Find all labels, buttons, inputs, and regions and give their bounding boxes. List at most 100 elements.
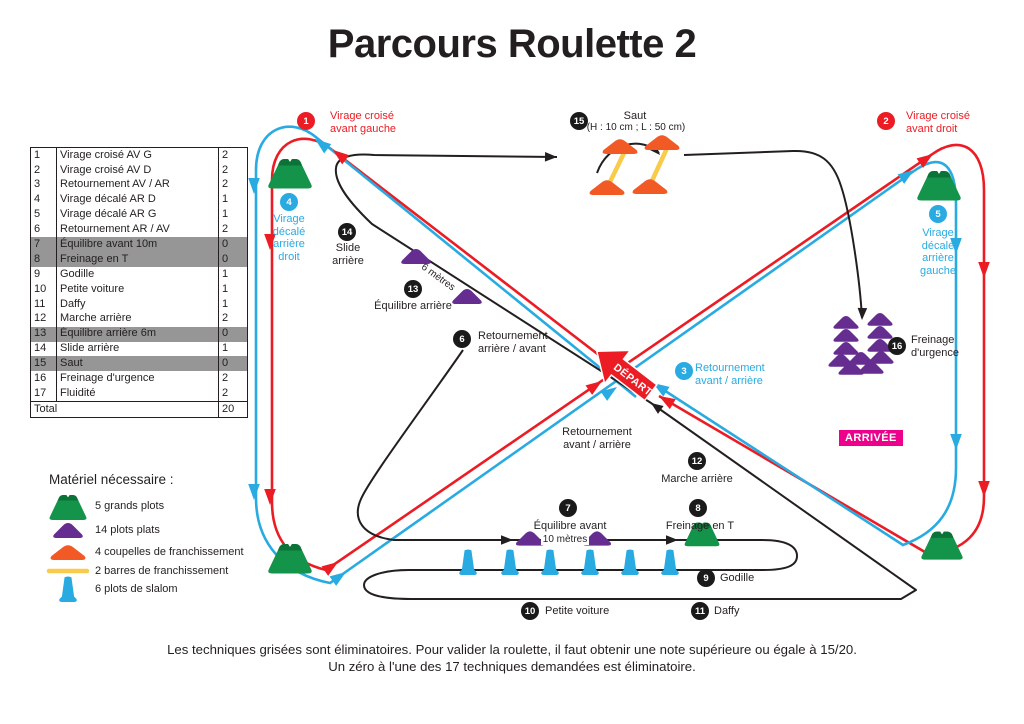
table-cell-name: Marche arrière [60, 312, 132, 325]
arrowhead-icon [333, 150, 350, 165]
marker-12-badge: 12 [688, 452, 706, 470]
plot-plat-icon [848, 352, 874, 365]
table-cell-points: 2 [218, 386, 248, 402]
materiel-item-label: 6 plots de slalom [95, 583, 178, 595]
plot-slalom-icon [581, 549, 599, 576]
footer-note: Les techniques grisées sont éliminatoire… [0, 641, 1024, 675]
arrowhead-icon [978, 481, 990, 497]
table-cell-num: 5 [30, 207, 57, 223]
table-cell-name: Retournement AR / AV [60, 223, 170, 236]
table-cell-num: 14 [30, 341, 57, 357]
grand-plot-icon [268, 159, 312, 189]
coupelle-icon [644, 135, 680, 150]
table-cell-num: 16 [30, 371, 57, 387]
table-cell-name: Équilibre avant 10m [60, 238, 158, 251]
marker-3-badge: 3 [675, 362, 693, 380]
table-cell-num: 9 [30, 267, 57, 283]
arrowhead-icon [600, 387, 617, 401]
plot-plat-icon [867, 326, 893, 339]
barre-franchissement-icon [648, 143, 671, 186]
grand-plot-icon [46, 491, 90, 521]
grand-plot-icon [917, 171, 961, 201]
table-cell-points: 2 [218, 222, 248, 238]
table-cell-points: 1 [218, 282, 248, 297]
table-cell-name: Fluidité [60, 386, 96, 399]
marker-15-label: Saut [623, 110, 647, 122]
table-cell-num: 13 [30, 326, 57, 342]
plot-plat-icon [858, 361, 884, 374]
marker-6-badge: 6 [453, 330, 471, 348]
plot-plat-icon [838, 362, 864, 375]
marker-8-badge: 8 [689, 499, 707, 517]
table-cell-points: 2 [218, 147, 248, 163]
marker-11-badge: 11 [691, 602, 709, 620]
table-cell-points: 0 [218, 237, 248, 253]
marker-2-label: Virage croisé avant droit [906, 110, 970, 135]
plot-slalom-icon [621, 549, 639, 576]
table-cell-points: 2 [218, 371, 248, 387]
arrowhead-icon [950, 238, 962, 254]
marker-5-label: Virage décalé arrière gauche [919, 227, 957, 277]
marker-13-badge: 13 [404, 280, 422, 298]
table-cell-name: Saut [60, 357, 83, 370]
table-cell-num: 17 [30, 386, 57, 402]
arrowhead-icon [897, 170, 914, 184]
table-cell-num: 3 [30, 177, 57, 193]
plot-plat-icon [582, 531, 612, 546]
table-cell-name: Godille [60, 267, 95, 280]
marker-12-label: Marche arrière [661, 473, 733, 485]
marker-11-label: Daffy [714, 605, 740, 617]
plot-plat-icon [828, 354, 854, 367]
table-cell-points: 2 [218, 177, 248, 193]
arrowhead-icon [916, 154, 933, 168]
table-cell-num: 2 [30, 162, 57, 178]
marker-4-label: Virage décalé arrière droit [272, 213, 306, 263]
table-cell-num: 6 [30, 222, 57, 238]
plot-slalom-icon [459, 549, 477, 576]
barre-franchissement-icon [606, 146, 629, 187]
table-cell-num: 1 [30, 147, 57, 163]
materiel-item: 4 coupelles de franchissement [46, 541, 244, 563]
table-cell-name: Freinage d'urgence [60, 372, 155, 385]
table-cell-points: 0 [218, 252, 248, 268]
arrowhead-icon [857, 307, 868, 320]
materiel-item: 5 grands plots [46, 494, 164, 521]
plot-plat-icon [833, 329, 859, 342]
table-cell-points: 1 [218, 267, 248, 283]
arrowhead-icon [653, 383, 670, 397]
marker-15-sublabel: (H : 10 cm ; L : 50 cm) [586, 122, 686, 133]
table-cell-name: Virage décalé AR D [60, 193, 156, 206]
plot-slalom-icon [501, 549, 519, 576]
plot-slalom-icon [541, 549, 559, 576]
marker-16-label: Freinage d'urgence [911, 334, 959, 359]
arrowhead-icon [585, 381, 602, 395]
marker-3-label: Retournement avant / arrière [695, 362, 765, 387]
grand-plot-icon [684, 522, 720, 547]
marker-4-badge: 4 [280, 193, 298, 211]
marker-7-badge: 7 [559, 499, 577, 517]
marker-6-label: Retournement arrière / avant [478, 330, 548, 355]
arrivee-badge: ARRIVÉE [839, 430, 903, 446]
table-cell-name: Virage croisé AV G [60, 148, 152, 161]
footer-line1: Les techniques grisées sont éliminatoire… [167, 642, 857, 657]
arrowhead-icon [501, 535, 513, 545]
materiel-item: 14 plots plats [46, 519, 160, 541]
table-cell-num: 7 [30, 237, 57, 253]
materiel-item-label: 14 plots plats [95, 524, 160, 536]
plot-plat-icon [867, 339, 893, 352]
table-cell-points: 1 [218, 207, 248, 223]
marker-9-badge: 9 [697, 569, 715, 587]
table-cell-points: 1 [218, 341, 248, 357]
table-cell-name: Freinage en T [60, 252, 129, 265]
arrowhead-icon [264, 489, 276, 505]
